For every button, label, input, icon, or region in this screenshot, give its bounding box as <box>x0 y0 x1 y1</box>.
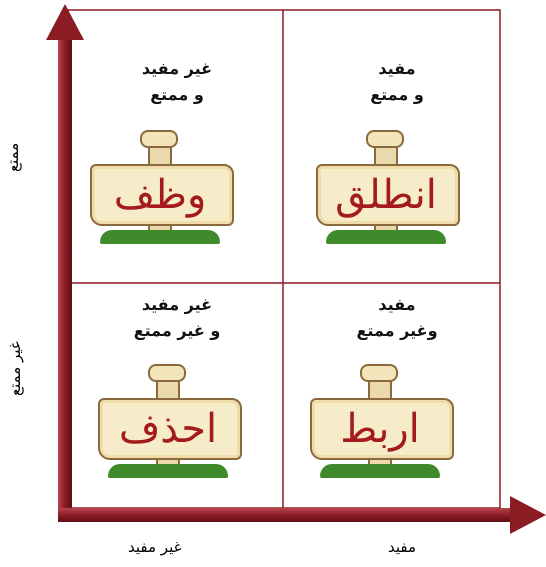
sign-board <box>98 398 242 460</box>
grass-tuft <box>100 230 220 244</box>
signpost-cap <box>148 364 186 382</box>
sign-board <box>90 164 234 226</box>
signpost-cap <box>366 130 404 148</box>
quadrant-top-right-sign: انطلق <box>316 126 460 246</box>
quadrant-top-left-line2: و ممتع <box>150 85 204 104</box>
quadrant-bottom-right-description: مفيد وغير ممتع <box>292 292 502 344</box>
quadrant-top-right-line1: مفيد <box>378 59 416 78</box>
signpost-cap <box>360 364 398 382</box>
sign-board <box>316 164 460 226</box>
quadrant-bottom-left-line1: غير مفيد <box>141 295 213 314</box>
grass-tuft <box>108 464 228 478</box>
x-axis-left-label: غير مفيد <box>128 538 182 556</box>
quadrant-top-left-sign-word: وظف <box>113 172 207 218</box>
x-axis-arrowhead <box>510 496 546 534</box>
y-axis-arrowhead <box>46 4 84 40</box>
quadrant-bottom-left-line2: و غير ممتع <box>133 321 221 340</box>
quadrant-top-left-sign: وظف <box>90 126 234 246</box>
quadrant-top-right-line2: و ممتع <box>370 85 424 104</box>
quadrant-bottom-right-line2: وغير ممتع <box>356 321 438 340</box>
x-axis-right-label: مفيد <box>388 538 417 556</box>
quadrant-top-right-description: مفيد و ممتع <box>292 56 502 108</box>
quadrant-bottom-left-description: غير مفيد و غير ممتع <box>72 292 282 344</box>
quadrant-top-left-description: غير مفيد و ممتع <box>72 56 282 108</box>
grass-tuft <box>326 230 446 244</box>
quadrant-bottom-right-sign: اربط <box>310 360 454 480</box>
y-axis-top-label: ممتع <box>4 142 22 172</box>
y-axis-shaft <box>58 30 72 520</box>
quadrant-bottom-left-sign: احذف <box>98 360 242 480</box>
signpost-cap <box>140 130 178 148</box>
quadrant-top-right-sign-word: انطلق <box>335 172 437 218</box>
quadrant-bottom-right-line1: مفيد <box>378 295 416 314</box>
sign-board <box>310 398 454 460</box>
x-axis-shaft <box>58 508 524 522</box>
grass-tuft <box>320 464 440 478</box>
quadrant-bottom-left-sign-word: احذف <box>118 406 218 452</box>
quadrant-top-left-line1: غير مفيد <box>141 59 213 78</box>
y-axis-bottom-label: غير ممتع <box>6 341 24 396</box>
quadrant-bottom-right-sign-word: اربط <box>340 406 420 452</box>
